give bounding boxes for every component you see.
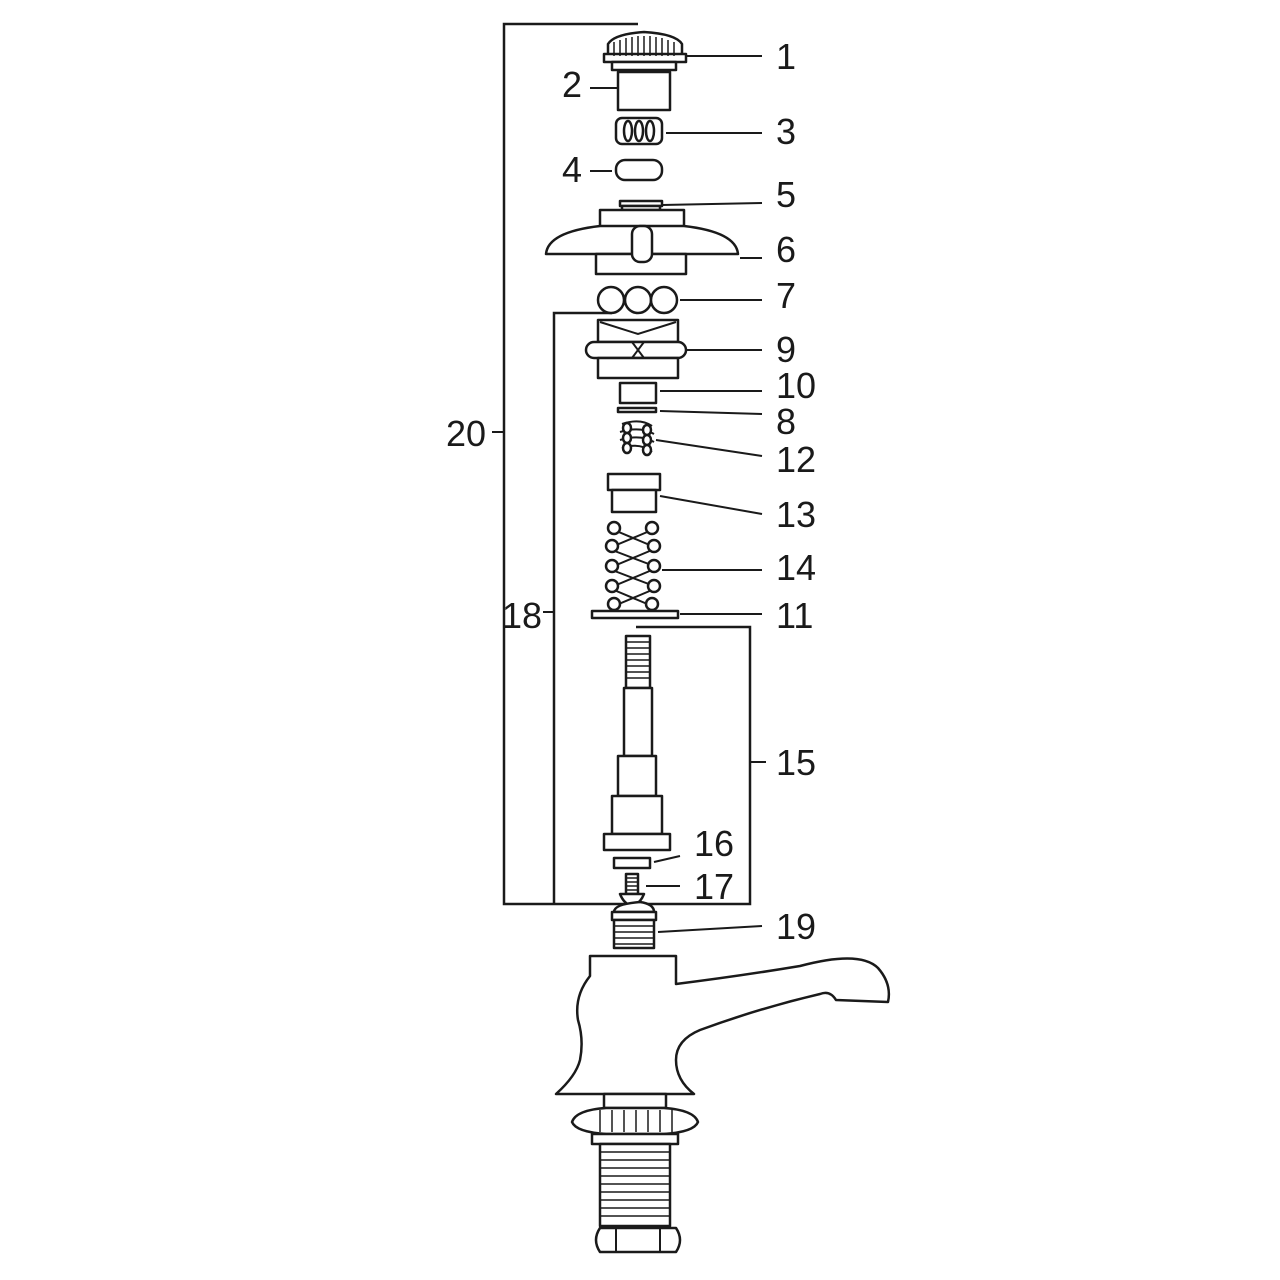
bracket-20 bbox=[492, 22, 640, 906]
label-17: 17 bbox=[694, 866, 734, 907]
part-9-cam bbox=[584, 318, 688, 380]
part-15-spindle bbox=[602, 634, 672, 852]
part-6-cover bbox=[544, 208, 740, 276]
part-3-knurled-ring bbox=[614, 116, 664, 146]
bracket-15 bbox=[636, 625, 766, 906]
part-1-cap bbox=[602, 30, 688, 72]
label-11: 11 bbox=[776, 595, 813, 636]
label-3: 3 bbox=[776, 111, 796, 152]
label-15: 15 bbox=[776, 742, 816, 783]
part-11-washer bbox=[590, 609, 680, 620]
label-18: 18 bbox=[502, 595, 542, 636]
label-1: 1 bbox=[776, 36, 796, 77]
leader-lines bbox=[590, 55, 763, 933]
part-8-clip bbox=[616, 406, 658, 414]
part-14-large-spring bbox=[604, 520, 662, 612]
label-9: 9 bbox=[776, 329, 796, 370]
part-13-spacer bbox=[606, 472, 662, 514]
label-10: 10 bbox=[776, 365, 816, 406]
label-7: 7 bbox=[776, 275, 796, 316]
bracket-18 bbox=[543, 311, 612, 904]
label-8: 8 bbox=[776, 401, 796, 442]
part-10-bushing bbox=[618, 381, 658, 405]
part-4-o-ring bbox=[614, 158, 664, 182]
label-2: 2 bbox=[562, 64, 582, 105]
part-5-washer bbox=[618, 199, 664, 212]
part-19-seat bbox=[610, 900, 658, 950]
part-labels: 1 2 3 4 5 6 7 9 10 8 12 13 14 11 18 20 1… bbox=[446, 36, 816, 947]
tap-body bbox=[554, 954, 891, 1254]
label-5: 5 bbox=[776, 174, 796, 215]
label-6: 6 bbox=[776, 229, 796, 270]
label-20: 20 bbox=[446, 413, 486, 454]
label-16: 16 bbox=[694, 823, 734, 864]
part-12-small-spring bbox=[619, 420, 655, 457]
part-2-sleeve bbox=[616, 70, 672, 112]
label-14: 14 bbox=[776, 547, 816, 588]
part-16-washer bbox=[612, 856, 652, 870]
label-12: 12 bbox=[776, 439, 816, 480]
label-4: 4 bbox=[562, 149, 582, 190]
label-19: 19 bbox=[776, 906, 816, 947]
part-7-balls bbox=[596, 285, 679, 315]
label-13: 13 bbox=[776, 494, 816, 535]
